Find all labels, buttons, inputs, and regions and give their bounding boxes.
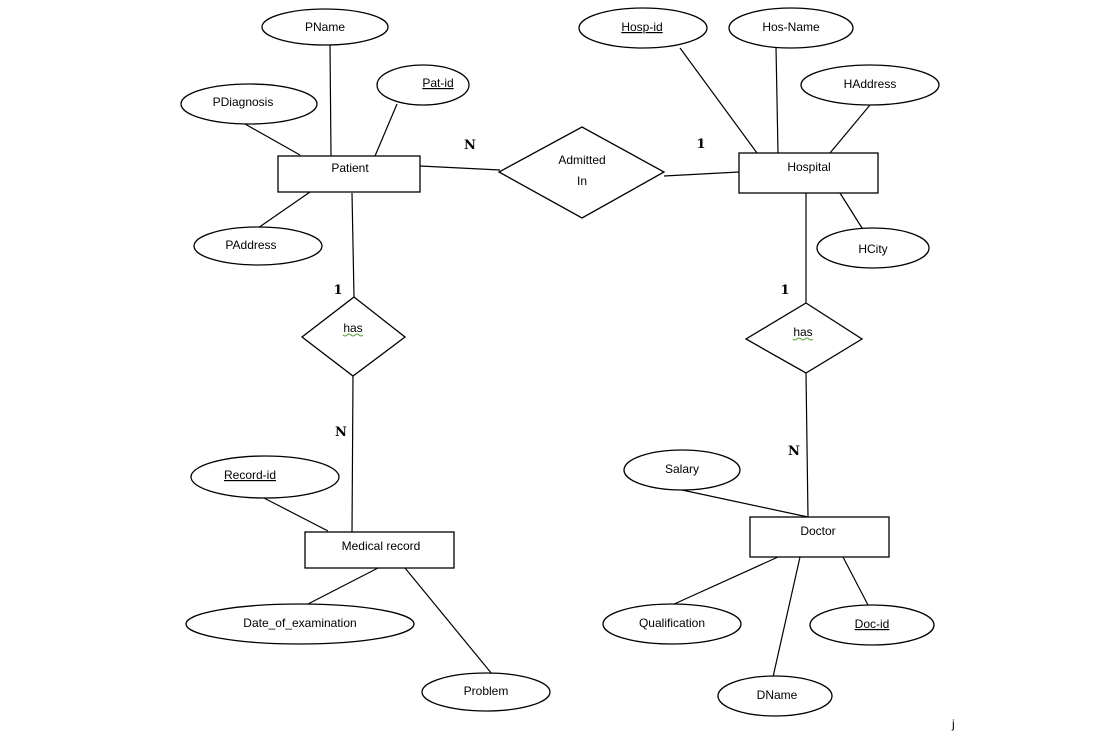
attr-pname: PName (261, 8, 389, 46)
relationship-admitted-in: Admitted In (497, 126, 666, 219)
attr-doc-id: Doc-id (809, 604, 935, 646)
stray-mark: j (951, 717, 955, 731)
connectors (244, 43, 871, 678)
attr-paddress: PAddress (193, 226, 323, 266)
attr-haddress-label: HAddress (844, 77, 897, 91)
entity-hospital: Hospital (738, 152, 879, 194)
attr-record-id: Record-id (190, 455, 340, 499)
edge-pname-patient (329, 43, 332, 157)
attr-hcity-label: HCity (858, 242, 887, 256)
attr-pdiagnosis: PDiagnosis (180, 83, 318, 125)
relationship-patient-has-label: has (343, 321, 362, 335)
entity-medical-record-label: Medical record (342, 539, 421, 553)
attr-hcity: HCity (816, 227, 930, 269)
cardinality-doctor-has: N (788, 444, 800, 459)
edge-patient-admitted (419, 165, 501, 171)
attr-hos-name: Hos-Name (728, 7, 854, 49)
cardinality-patient-admitted: N (464, 138, 476, 153)
attr-salary: Salary (623, 449, 741, 491)
attr-pat-id: Pat-id (376, 64, 470, 106)
cardinality-record-has: N (335, 425, 347, 440)
relationship-hospital-has: has (744, 302, 864, 374)
attr-qualification-label: Qualification (639, 616, 705, 630)
attr-doc-id-label: Doc-id (855, 617, 890, 631)
entity-medical-record: Medical record (304, 531, 455, 569)
attr-dname-label: DName (757, 688, 798, 702)
relationship-hospital-has-label: has (793, 325, 812, 339)
entity-patient-label: Patient (331, 161, 369, 175)
attr-date-of-examination: Date_of_examination (185, 603, 415, 645)
edge-hcity-hospital (839, 192, 863, 229)
entity-patient: Patient (277, 155, 421, 193)
edge-admitted-hospital (663, 171, 740, 177)
entity-doctor-label: Doctor (800, 524, 835, 538)
cardinality-patient-has: 1 (333, 283, 342, 298)
cardinality-hospital-has: 1 (780, 283, 789, 298)
attr-dname: DName (717, 675, 833, 717)
relationship-admitted-in-line2: In (577, 174, 587, 188)
edge-doctor-docid (842, 556, 869, 606)
cardinality-hospital-admitted: 1 (696, 137, 705, 152)
entity-doctor: Doctor (749, 516, 890, 558)
edge-patient-has (351, 192, 355, 298)
edge-hosname-hospital (775, 46, 779, 154)
spellcheck-underline (342, 333, 364, 337)
attr-paddress-label: PAddress (225, 238, 276, 252)
edge-haddress-hospital (829, 104, 871, 154)
entity-hospital-label: Hospital (787, 160, 830, 174)
attr-problem-label: Problem (464, 684, 509, 698)
attr-hosp-id-label: Hosp-id (621, 20, 662, 34)
edge-patid-patient (374, 103, 398, 157)
attr-date-of-examination-label: Date_of_examination (243, 616, 356, 630)
edge-salary-doctor (681, 489, 809, 518)
attr-hos-name-label: Hos-Name (762, 20, 820, 34)
cardinalities: N 1 1 N 1 N (333, 137, 800, 459)
edge-paddress-patient (257, 191, 311, 229)
attr-salary-label: Salary (665, 462, 699, 476)
relationship-admitted-in-line1: Admitted (558, 153, 605, 167)
edge-has-doctor (805, 372, 809, 518)
attr-pat-id-label: Pat-id (422, 76, 453, 90)
edge-record-problem (404, 567, 493, 675)
relationship-patient-has: has (300, 296, 407, 377)
edge-hospid-hospital (679, 47, 758, 154)
attr-pname-label: PName (305, 20, 345, 34)
attr-pdiagnosis-label: PDiagnosis (213, 95, 274, 109)
spellcheck-underline (792, 337, 814, 341)
edge-record-date (307, 567, 379, 605)
attr-record-id-label: Record-id (224, 468, 276, 482)
edge-has-record (351, 375, 354, 533)
edge-doctor-dname (772, 556, 801, 678)
attr-hosp-id: Hosp-id (578, 7, 708, 49)
attr-problem: Problem (421, 672, 551, 712)
attr-haddress: HAddress (800, 64, 940, 106)
attr-qualification: Qualification (602, 603, 742, 645)
edge-doctor-qualification (671, 556, 779, 606)
edge-recordid-record (261, 496, 329, 532)
edge-pdiagnosis-patient (244, 123, 301, 156)
